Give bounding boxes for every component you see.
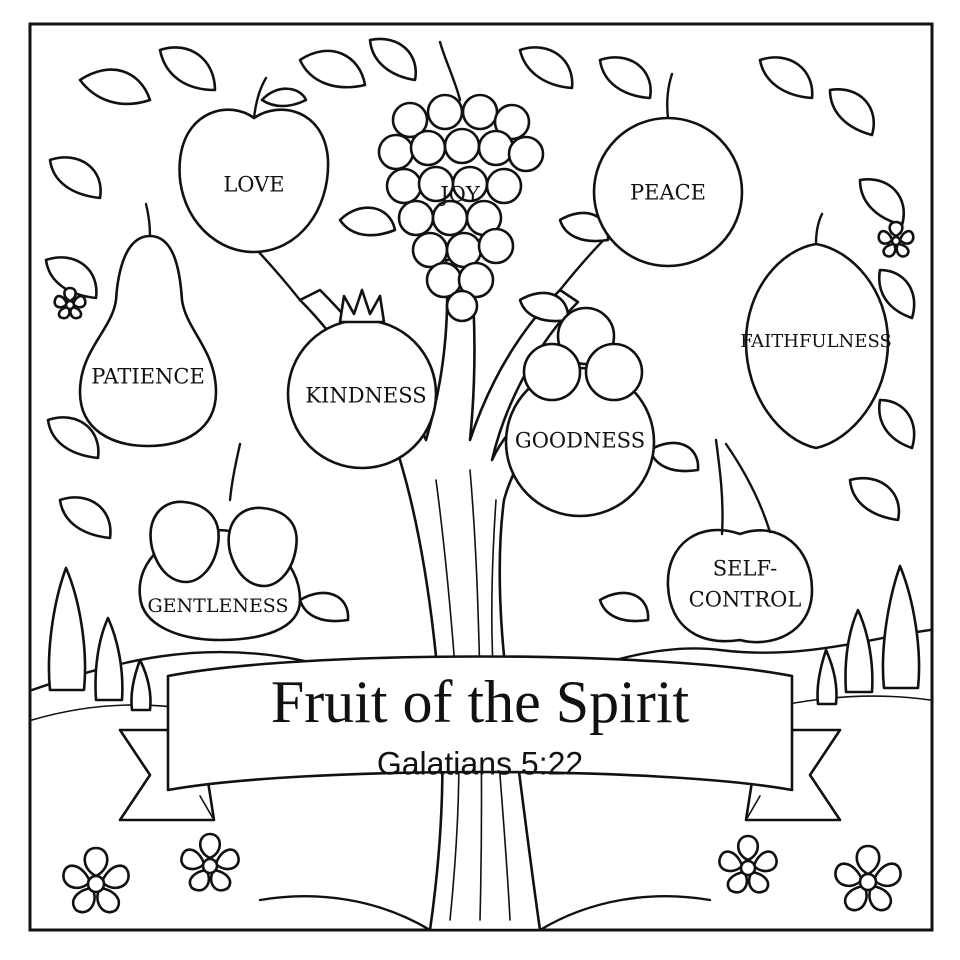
page-subtitle: Galatians 5:22 (377, 745, 583, 781)
lemon-icon (744, 212, 890, 450)
cherry-icon (666, 438, 814, 644)
fruit-label-joy: JOY (438, 183, 481, 207)
berries-icon (504, 306, 656, 518)
pear-icon (78, 202, 218, 448)
fruit-label-peace: PEACE (630, 181, 706, 205)
fruit-label-self-control-line1: SELF- (713, 557, 777, 581)
page-title: Fruit of the Spirit (271, 669, 690, 735)
fruit-label-self-control-line2: CONTROL (689, 588, 802, 612)
grapes-icon (377, 40, 545, 323)
ribbon-banner-icon (118, 655, 842, 822)
fruit-label-faithfulness: FAITHFULNESS (740, 331, 892, 352)
orange-icon (592, 72, 744, 268)
fruit-label-kindness: KINDNESS (305, 384, 426, 408)
leaves (44, 37, 916, 623)
fruit-label-love: LOVE (223, 173, 284, 197)
pomegranate-icon (286, 288, 438, 470)
flower-icon (53, 220, 915, 914)
cypress-tree-icon (47, 564, 921, 712)
strawberry-icon (138, 442, 302, 642)
fruit-label-gentleness: GENTLENESS (147, 595, 288, 617)
apple-icon (178, 76, 330, 254)
fruit-label-goodness: GOODNESS (515, 429, 645, 453)
fruit-label-patience: PATIENCE (91, 365, 205, 389)
